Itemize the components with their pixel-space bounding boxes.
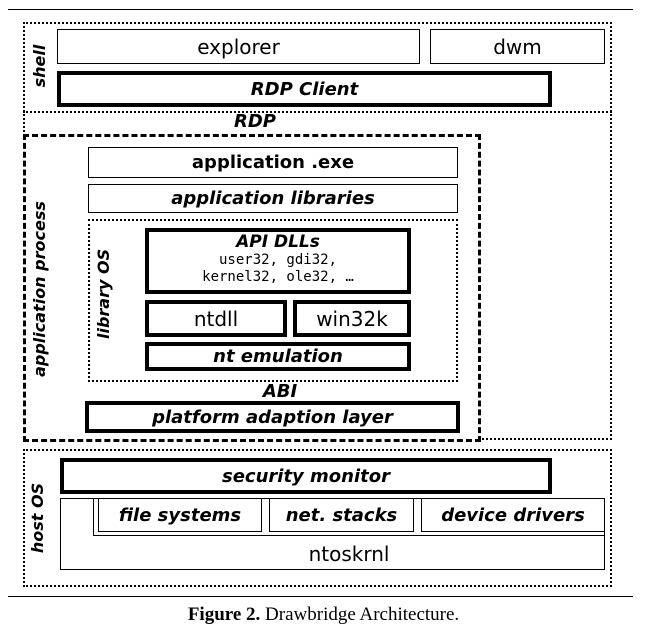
explorer-box: explorer	[57, 29, 420, 64]
top-rule	[8, 9, 633, 10]
application-process-label: application process	[30, 201, 49, 377]
dwm-box: dwm	[430, 29, 605, 64]
shell-label: shell	[30, 44, 49, 88]
net-stacks-box: net. stacks	[269, 498, 414, 532]
application-exe-box: application .exe	[88, 147, 458, 178]
host-os-label: host OS	[28, 482, 47, 554]
rdp-client-box: RDP Client	[57, 71, 552, 107]
shell-divider	[23, 111, 612, 113]
file-systems-box: file systems	[98, 498, 262, 532]
figure-caption-label: Figure 2.	[187, 604, 261, 625]
platform-adaption-layer-box: platform adaption layer	[85, 401, 460, 433]
figure-caption: Figure 2. Drawbridge Architecture.	[0, 604, 647, 626]
library-os-label: library OS	[94, 248, 113, 339]
figure-caption-text: Drawbridge Architecture.	[260, 604, 460, 625]
ntdll-box: ntdll	[145, 300, 287, 337]
ntoskrnl-label: ntoskrnl	[308, 541, 390, 566]
abi-label: ABI	[262, 381, 298, 402]
security-monitor-box: security monitor	[60, 458, 552, 494]
bottom-rule	[8, 596, 633, 597]
api-dlls-title: API DLLs	[236, 232, 320, 252]
rdp-label: RDP	[234, 111, 276, 132]
device-drivers-box: device drivers	[421, 498, 605, 532]
api-dlls-line2: kernel32, ole32, …	[202, 269, 354, 285]
nt-emulation-box: nt emulation	[145, 342, 411, 371]
library-os-region	[88, 219, 458, 382]
win32k-box: win32k	[293, 300, 411, 337]
ntoskrnl-inner-frame	[93, 498, 605, 536]
host-os-region	[23, 449, 612, 587]
api-dlls-line1: user32, gdi32,	[218, 252, 337, 268]
application-libraries-box: application libraries	[88, 184, 458, 213]
api-dlls-box: API DLLs user32, gdi32, kernel32, ole32,…	[145, 228, 411, 294]
